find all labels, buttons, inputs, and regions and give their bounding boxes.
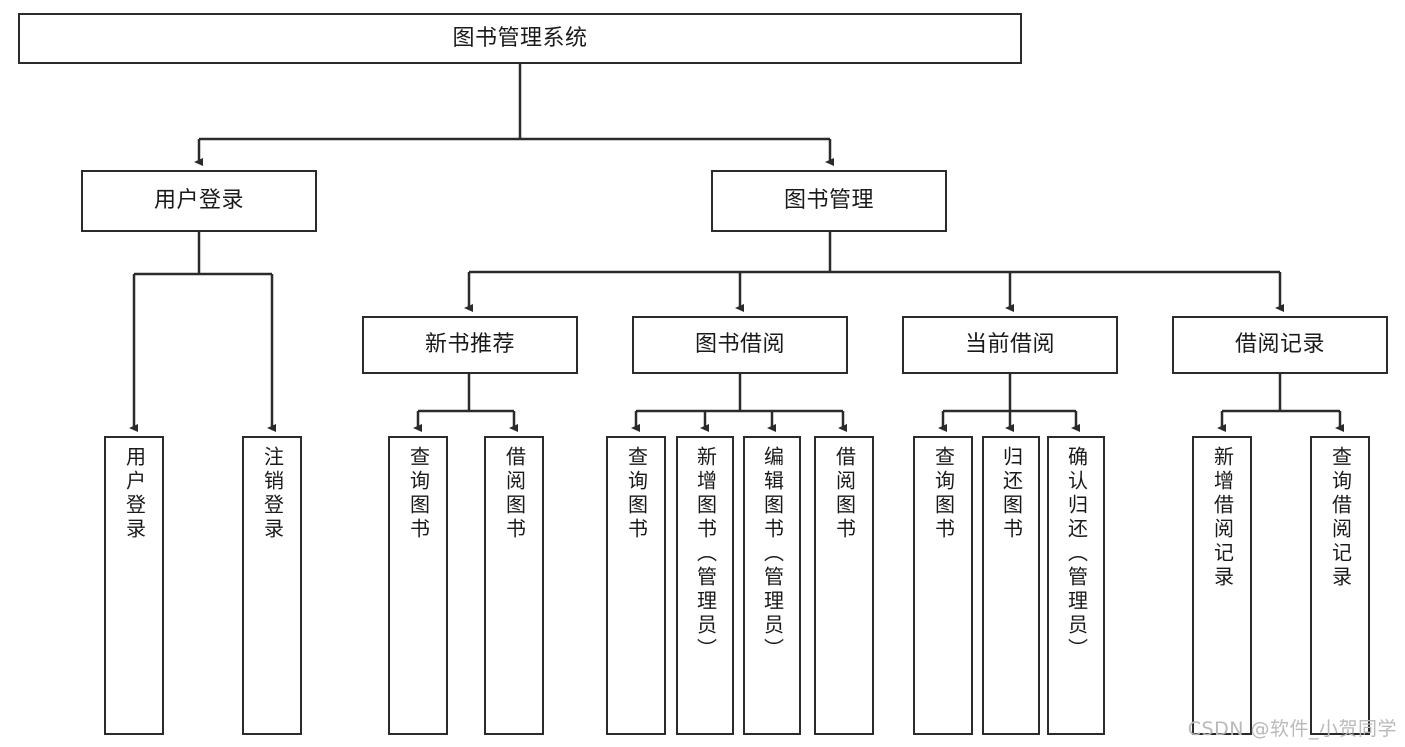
leaf-borrow-book-recommend-label: 借阅图书 xyxy=(502,446,527,542)
leaf-user-login-label: 用户登录 xyxy=(122,446,147,542)
node-book-borrow-label: 图书借阅 xyxy=(694,332,785,358)
leaf-confirm-return-admin-label: 确认归还（管理员） xyxy=(1064,446,1089,662)
node-new-book-recommend-label: 新书推荐 xyxy=(424,332,515,358)
leaf-query-book-recommend[interactable]: 查询图书 xyxy=(388,436,448,735)
leaf-borrow-book-recommend[interactable]: 借阅图书 xyxy=(484,436,544,735)
leaf-return-book-label: 归还图书 xyxy=(999,446,1024,542)
node-new-book-recommend[interactable]: 新书推荐 xyxy=(362,316,578,374)
leaf-query-book-recommend-label: 查询图书 xyxy=(406,446,431,542)
leaf-logout[interactable]: 注销登录 xyxy=(242,436,302,735)
node-borrow-record-label: 借阅记录 xyxy=(1234,332,1325,358)
leaf-add-book-admin-label: 新增图书（管理员） xyxy=(693,446,718,662)
leaf-confirm-return-admin[interactable]: 确认归还（管理员） xyxy=(1047,436,1105,735)
leaf-query-book-current-label: 查询图书 xyxy=(931,446,956,542)
leaf-edit-book-admin[interactable]: 编辑图书（管理员） xyxy=(743,436,801,735)
node-user-login[interactable]: 用户登录 xyxy=(81,170,317,232)
leaf-logout-label: 注销登录 xyxy=(260,446,285,542)
node-book-borrow[interactable]: 图书借阅 xyxy=(632,316,848,374)
leaf-query-book-borrow-label: 查询图书 xyxy=(624,446,649,542)
leaf-query-borrow-record-label: 查询借阅记录 xyxy=(1328,446,1353,590)
watermark-text: CSDN @软件_小贺同学 xyxy=(1187,718,1397,740)
node-root[interactable]: 图书管理系统 xyxy=(18,13,1022,64)
leaf-edit-book-admin-label: 编辑图书（管理员） xyxy=(760,446,785,662)
leaf-borrow-book-borrow-label: 借阅图书 xyxy=(832,446,857,542)
node-user-login-label: 用户登录 xyxy=(153,188,244,214)
leaf-query-book-borrow[interactable]: 查询图书 xyxy=(606,436,666,735)
node-root-label: 图书管理系统 xyxy=(452,25,588,51)
node-book-management[interactable]: 图书管理 xyxy=(711,170,947,232)
node-book-management-label: 图书管理 xyxy=(783,188,874,214)
leaf-borrow-book-borrow[interactable]: 借阅图书 xyxy=(814,436,874,735)
node-current-borrow-label: 当前借阅 xyxy=(964,332,1055,358)
leaf-add-book-admin[interactable]: 新增图书（管理员） xyxy=(676,436,734,735)
leaf-add-borrow-record[interactable]: 新增借阅记录 xyxy=(1192,436,1252,735)
node-borrow-record[interactable]: 借阅记录 xyxy=(1172,316,1388,374)
leaf-query-book-current[interactable]: 查询图书 xyxy=(913,436,973,735)
node-current-borrow[interactable]: 当前借阅 xyxy=(902,316,1118,374)
leaf-add-borrow-record-label: 新增借阅记录 xyxy=(1210,446,1235,590)
leaf-return-book[interactable]: 归还图书 xyxy=(982,436,1040,735)
leaf-user-login[interactable]: 用户登录 xyxy=(104,436,164,735)
leaf-query-borrow-record[interactable]: 查询借阅记录 xyxy=(1310,436,1370,735)
